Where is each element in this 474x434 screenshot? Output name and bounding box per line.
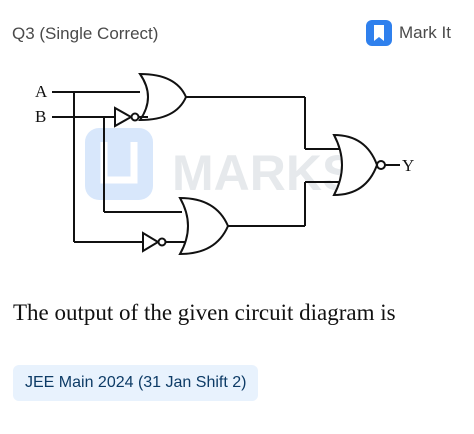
mark-it-button[interactable]: Mark It: [366, 20, 451, 46]
watermark: MARKS: [85, 128, 355, 201]
bookmark-icon: [366, 20, 392, 46]
question-header: Q3 (Single Correct) Mark It: [0, 0, 474, 70]
source-tag[interactable]: JEE Main 2024 (31 Jan Shift 2): [13, 365, 259, 401]
output-y-label: Y: [402, 156, 414, 175]
input-a-label: A: [35, 82, 48, 101]
watermark-text: MARKS: [172, 145, 355, 201]
input-b-label: B: [35, 107, 46, 126]
mark-it-label: Mark It: [399, 23, 451, 42]
question-type-label: Q3 (Single Correct): [12, 24, 159, 43]
question-text: The output of the given circuit diagram …: [13, 300, 396, 325]
circuit-diagram: MARKS: [0, 60, 474, 280]
